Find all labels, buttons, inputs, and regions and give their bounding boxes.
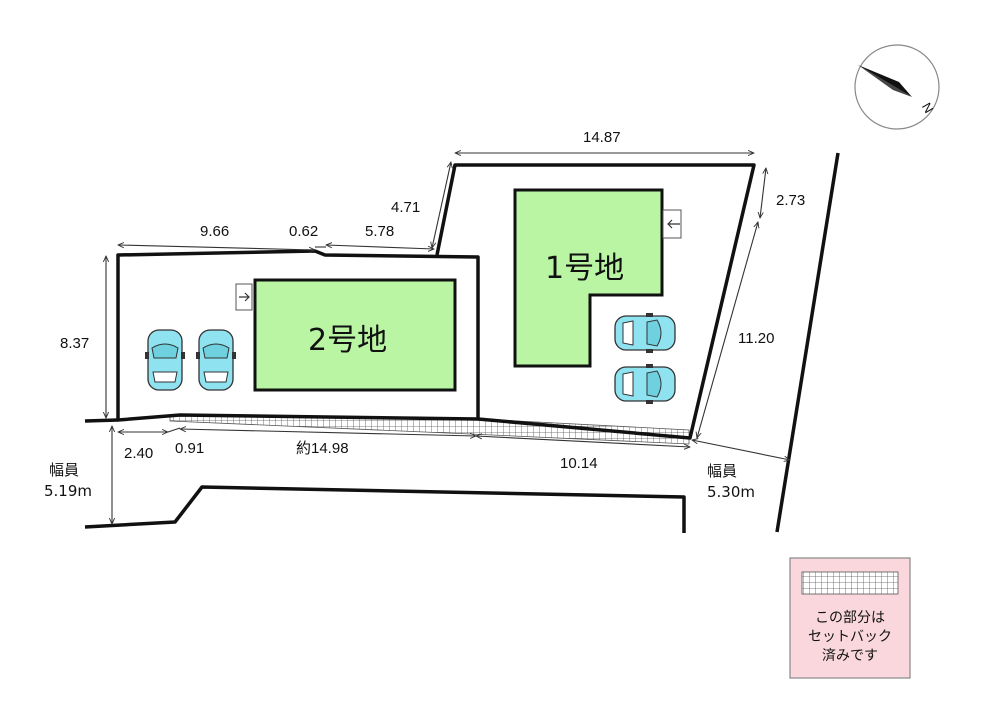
dim-label: 0.91: [175, 440, 204, 457]
legend-line: 済みです: [822, 648, 878, 664]
front-line-left: [84, 418, 119, 423]
dim-label: 14.87: [583, 129, 621, 146]
lot1-label: 1号地: [545, 251, 624, 286]
house-lot2: [253, 278, 457, 392]
road-right-label: 幅員: [707, 462, 737, 480]
legend-line: セットバック: [808, 629, 892, 645]
car-parking-3: [614, 312, 676, 354]
dim-line-2-73: [760, 168, 766, 218]
dim-label: 11.20: [738, 330, 774, 347]
dim-label: 2.40: [124, 445, 153, 462]
road-right-edge: [775, 152, 840, 533]
dim-line-5-78: [326, 245, 434, 249]
dim-label: 約14.98: [296, 440, 349, 457]
dim-label: 2.73: [776, 192, 805, 209]
dim-label: 5.78: [365, 223, 394, 240]
road-lower-edge: [84, 485, 686, 533]
dim-label: 10.14: [560, 455, 598, 472]
car-parking-1: [144, 329, 186, 391]
dim-line-9-66: [118, 245, 315, 250]
dim-label: 0.62: [289, 223, 318, 240]
road-left-label: 幅員: [49, 461, 79, 479]
entrance-marker-lot1: [662, 209, 682, 239]
dim-line-11-20: [697, 222, 758, 438]
compass: N: [854, 44, 940, 130]
dim-line-road-right: [692, 440, 790, 460]
road-right-width: 5.30m: [707, 483, 755, 501]
car-parking-2: [195, 329, 237, 391]
legend-hatch-swatch: [801, 571, 899, 595]
dim-line-14-98: [180, 429, 476, 436]
entrance-marker-lot2: [235, 283, 253, 311]
house-lot1: [513, 188, 664, 368]
legend: この部分は セットバック 済みです: [789, 557, 911, 679]
compass-arrow-shade: [858, 65, 912, 97]
lot2-label: 2号地: [308, 323, 387, 358]
lot2-boundary: [116, 249, 480, 422]
dim-line-4-71: [432, 162, 451, 248]
dim-label: 8.37: [60, 335, 89, 352]
dim-line-10-14: [476, 436, 690, 447]
car-parking-4: [614, 363, 676, 405]
dim-line-0-91: [167, 427, 181, 433]
dim-label: 9.66: [200, 223, 229, 240]
dim-label: 4.71: [391, 199, 420, 216]
legend-line: この部分は: [815, 610, 885, 626]
road-left-width: 5.19m: [44, 482, 92, 500]
